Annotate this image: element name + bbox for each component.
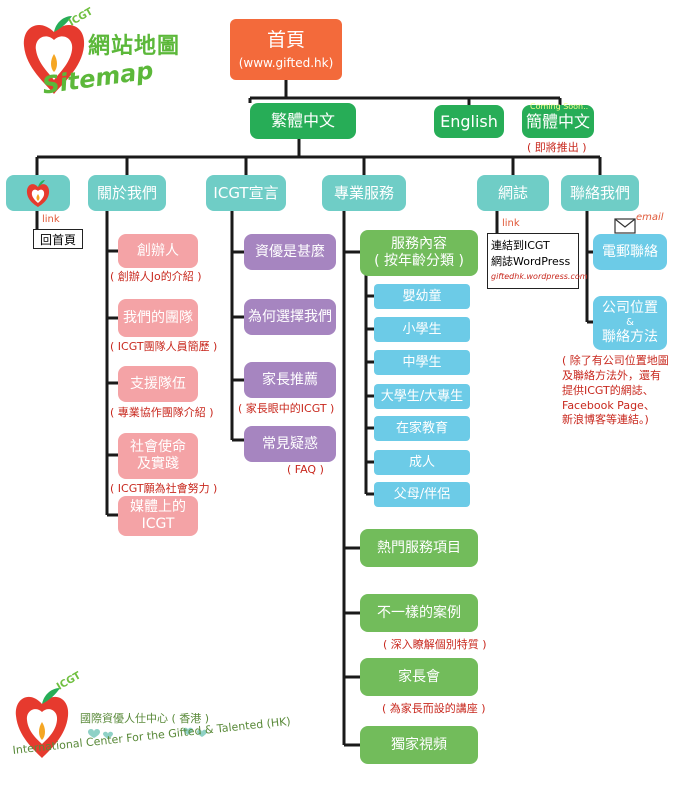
age-homeschool-button[interactable]: 在家教育 <box>374 416 470 441</box>
about-mission-button[interactable]: 社會使命 及實踐 <box>118 433 198 479</box>
apple-heart-logo-icon <box>23 16 85 94</box>
age-primary-button[interactable]: 小學生 <box>374 317 470 342</box>
services-cases-button[interactable]: 不一樣的案例 <box>360 594 478 632</box>
age-infant-button[interactable]: 嬰幼童 <box>374 284 470 309</box>
nav-home-icon-button[interactable] <box>6 175 70 211</box>
coming-soon-badge: Coming Soon.. <box>530 102 589 111</box>
apple-heart-icon <box>26 180 50 207</box>
contact-location-button[interactable]: 公司位置 & 聯絡方法 <box>593 296 667 350</box>
nav-declaration-button[interactable]: ICGT宣言 <box>206 175 286 211</box>
footer-name-cn: 國際資優人仕中心 ( 香港 ) <box>80 712 210 725</box>
lang-simplified-button[interactable]: 簡體中文 <box>522 105 594 138</box>
about-team-button[interactable]: 我們的團隊 <box>118 299 198 337</box>
blog-link-url: giftedhk.wordpress.com <box>491 272 588 281</box>
decl-testimonials-note: ( 家長眼中的ICGT ) <box>238 402 335 415</box>
contact-email-button[interactable]: 電郵聯絡 <box>593 234 667 270</box>
nav-blog-button[interactable]: 網誌 <box>477 175 549 211</box>
logo-title-cn: 網站地圖 <box>88 34 181 59</box>
nav-services-button[interactable]: 專業服務 <box>322 175 406 211</box>
contact-location-line1: 公司位置 <box>602 300 658 317</box>
nav-about-button[interactable]: 關於我們 <box>88 175 166 211</box>
blog-link-line2: 網誌WordPress <box>491 255 571 268</box>
contact-note: ( 除了有公司位置地圖 及聯絡方法外，還有 提供ICGT的網誌、 Faceboo… <box>562 354 669 427</box>
about-support-note: ( 專業協作團隊介紹 ) <box>110 406 214 419</box>
lang-traditional-button[interactable]: 繁體中文 <box>250 103 356 139</box>
services-videos-button[interactable]: 獨家視頻 <box>360 726 478 764</box>
blog-link-tag: link <box>502 218 520 229</box>
age-university-button[interactable]: 大學生/大專生 <box>374 384 470 409</box>
services-parents-talk-button[interactable]: 家長會 <box>360 658 478 696</box>
decl-faq-button[interactable]: 常見疑惑 <box>244 426 336 462</box>
home-link-tag: link <box>42 214 60 225</box>
services-popular-button[interactable]: 熱門服務項目 <box>360 529 478 567</box>
decl-why-us-button[interactable]: 為何選擇我們 <box>244 299 336 335</box>
blog-link-box[interactable]: 連結到ICGT 網誌WordPress giftedhk.wordpress.c… <box>487 233 588 289</box>
services-cases-note: ( 深入瞭解個別特質 ) <box>383 638 487 651</box>
services-content-button[interactable]: 服務內容 ( 按年齡分類 ) <box>360 230 478 276</box>
decl-faq-note: ( FAQ ) <box>287 463 324 476</box>
about-team-note: ( ICGT團隊人員簡歷 ) <box>110 340 218 353</box>
simplified-note: ( 即將推出 ) <box>527 141 587 154</box>
services-parents-talk-note: ( 為家長而設的講座 ) <box>382 702 486 715</box>
blog-link-line1: 連結到ICGT <box>491 239 550 252</box>
age-parents-button[interactable]: 父母/伴侶 <box>374 482 470 507</box>
footer-apple-heart-icon <box>15 688 69 758</box>
age-adult-button[interactable]: 成人 <box>374 450 470 475</box>
decl-testimonials-button[interactable]: 家長推薦 <box>244 362 336 398</box>
contact-location-amp: & <box>626 317 634 328</box>
lang-english-button[interactable]: English <box>434 105 504 138</box>
about-support-button[interactable]: 支援隊伍 <box>118 366 198 402</box>
decorative-hearts-icon <box>88 727 207 739</box>
about-media-button[interactable]: 媒體上的 ICGT <box>118 496 198 536</box>
home-node[interactable]: 首頁 (www.gifted.hk) <box>230 19 342 80</box>
age-secondary-button[interactable]: 中學生 <box>374 350 470 375</box>
decl-what-is-gifted-button[interactable]: 資優是甚麼 <box>244 234 336 270</box>
home-link-box[interactable]: 回首頁 <box>33 229 83 249</box>
about-mission-note: ( ICGT願為社會努力 ) <box>110 482 218 495</box>
email-tag: email <box>636 212 664 223</box>
home-title: 首頁 <box>266 28 305 51</box>
about-founder-button[interactable]: 創辦人 <box>118 234 198 268</box>
contact-location-line2: 聯絡方法 <box>602 329 658 345</box>
envelope-icon <box>614 218 636 234</box>
lang-simplified-label: 簡體中文 <box>525 111 590 131</box>
footer-logo: ICGT 國際資優人仕中心 ( 香港 ) International Cente… <box>8 670 308 782</box>
home-url: (www.gifted.hk) <box>238 55 334 70</box>
sitemap-logo[interactable]: ICGT 網站地圖 Sitemap <box>20 6 200 108</box>
nav-contact-button[interactable]: 聯絡我們 <box>561 175 639 211</box>
about-founder-note: ( 創辦人Jo的介紹 ) <box>110 270 202 283</box>
